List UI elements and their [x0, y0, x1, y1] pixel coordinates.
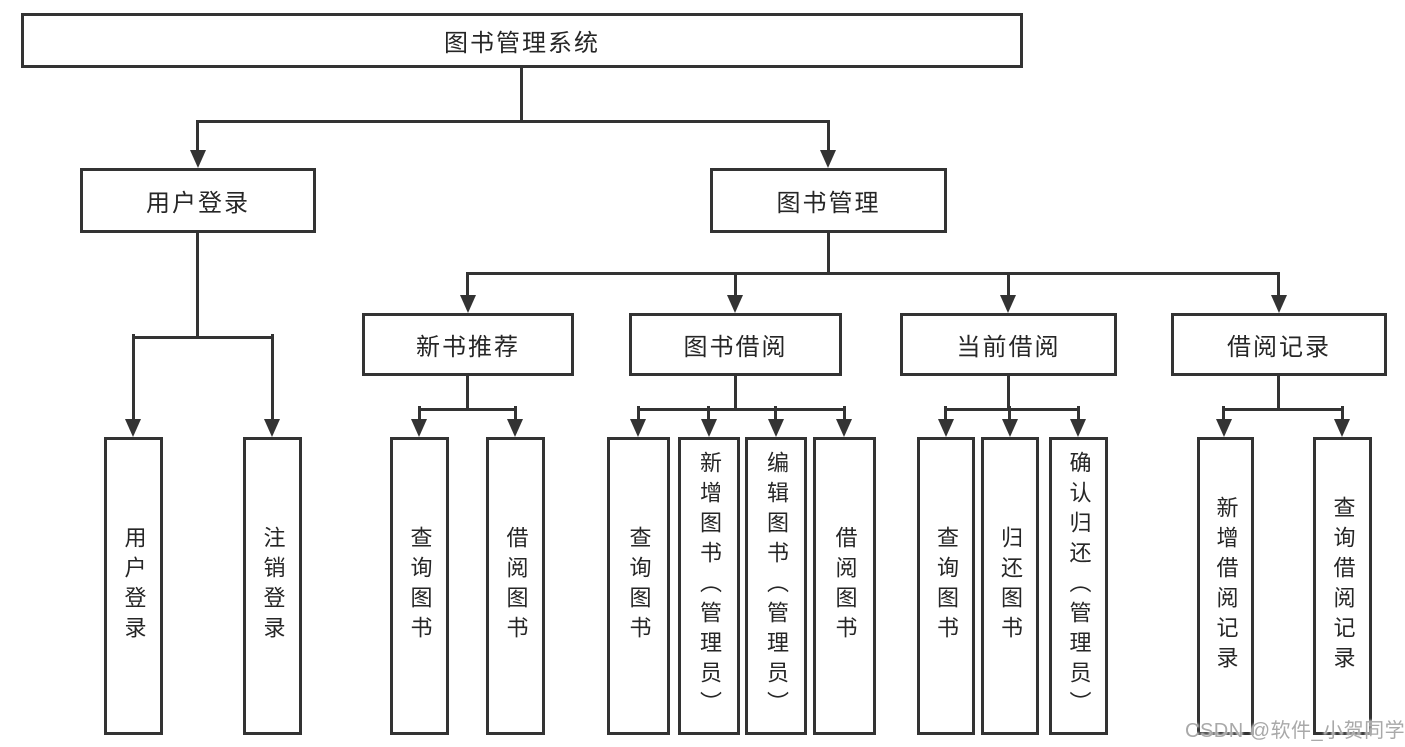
connector-hline: [1222, 408, 1343, 411]
node-label: 查询图书: [626, 526, 652, 646]
node-label: 归还图书: [998, 526, 1023, 646]
connector-vline: [271, 334, 274, 421]
connector-arrowhead: [411, 419, 427, 437]
node-label: 当前借阅: [956, 334, 1061, 361]
connector-arrowhead: [938, 419, 954, 437]
node-book-borrowing: 图书借阅: [629, 313, 842, 376]
connector-arrowhead: [1070, 419, 1086, 437]
connector-arrowhead: [190, 150, 206, 168]
connector-arrowhead: [125, 419, 141, 437]
connector-arrowhead: [1334, 419, 1350, 437]
connector-vline: [1008, 406, 1011, 421]
node-label: 查询图书: [934, 526, 959, 646]
node-label: 编辑图书（管理员）: [764, 451, 789, 721]
connector-vline: [132, 334, 135, 421]
connector-vline: [514, 406, 517, 421]
connector-arrowhead: [507, 419, 523, 437]
connector-arrowhead: [264, 419, 280, 437]
csdn-watermark: CSDN @软件_小贺同学: [1185, 720, 1405, 742]
leaf-return-books: 归还图书: [981, 437, 1039, 735]
connector-vline: [1007, 376, 1010, 411]
connector-vline: [707, 406, 710, 421]
connector-hline: [944, 408, 1080, 411]
connector-vline: [734, 376, 737, 411]
node-borrowing-records: 借阅记录: [1171, 313, 1387, 376]
node-current-borrowing: 当前借阅: [900, 313, 1117, 376]
node-new-book-recommendation: 新书推荐: [362, 313, 574, 376]
node-label: 用户登录: [121, 526, 147, 646]
leaf-query-books-recommend: 查询图书: [390, 437, 449, 735]
connector-vline: [944, 406, 947, 421]
node-label: 借阅图书: [832, 526, 858, 646]
leaf-query-books-current: 查询图书: [917, 437, 975, 735]
connector-vline: [466, 376, 469, 411]
node-label: 查询借阅记录: [1330, 496, 1356, 676]
connector-arrowhead: [1002, 419, 1018, 437]
node-label: 图书管理系统: [444, 30, 600, 57]
connector-vline: [196, 233, 199, 339]
connector-arrowhead: [727, 295, 743, 313]
connector-vline: [1077, 406, 1080, 421]
node-user-login: 用户登录: [80, 168, 316, 233]
connector-vline: [466, 272, 469, 297]
connector-vline: [827, 233, 830, 275]
connector-arrowhead: [836, 419, 852, 437]
leaf-borrow-books-borrowing: 借阅图书: [813, 437, 876, 735]
node-label: 注销登录: [260, 526, 286, 646]
node-label: 用户登录: [146, 190, 250, 217]
connector-vline: [418, 406, 421, 421]
node-label: 图书管理: [776, 190, 881, 217]
leaf-add-borrow-record: 新增借阅记录: [1197, 437, 1254, 735]
connector-vline: [843, 406, 846, 421]
connector-arrowhead: [820, 150, 836, 168]
connector-vline: [520, 67, 523, 123]
node-book-management: 图书管理: [710, 168, 947, 233]
connector-arrowhead: [1000, 295, 1016, 313]
connector-vline: [1007, 272, 1010, 297]
connector-vline: [1277, 272, 1280, 297]
node-library-management-system: 图书管理系统: [21, 13, 1023, 68]
node-label: 查询图书: [407, 526, 433, 646]
connector-hline: [637, 408, 846, 411]
leaf-query-books-borrowing: 查询图书: [607, 437, 670, 735]
connector-vline: [637, 406, 640, 421]
connector-arrowhead: [1271, 295, 1287, 313]
leaf-add-book-admin: 新增图书（管理员）: [678, 437, 740, 735]
leaf-logout: 注销登录: [243, 437, 302, 735]
leaf-user-login: 用户登录: [104, 437, 163, 735]
connector-hline: [466, 272, 1280, 275]
connector-vline: [1341, 406, 1344, 421]
node-label: 确认归还（管理员）: [1066, 451, 1092, 721]
node-label: 新书推荐: [416, 334, 520, 361]
leaf-confirm-return-admin: 确认归还（管理员）: [1049, 437, 1108, 735]
node-label: 新增借阅记录: [1213, 496, 1239, 676]
connector-vline: [196, 120, 199, 152]
connector-arrowhead: [768, 419, 784, 437]
leaf-edit-book-admin: 编辑图书（管理员）: [745, 437, 807, 735]
connector-arrowhead: [630, 419, 646, 437]
connector-vline: [774, 406, 777, 421]
node-label: 借阅图书: [503, 526, 529, 646]
connector-arrowhead: [460, 295, 476, 313]
node-label: 借阅记录: [1227, 334, 1331, 361]
connector-hline: [418, 408, 517, 411]
node-label: 图书借阅: [683, 334, 788, 361]
connector-vline: [827, 120, 830, 152]
leaf-borrow-books-recommend: 借阅图书: [486, 437, 545, 735]
leaf-query-borrow-record: 查询借阅记录: [1313, 437, 1372, 735]
connector-hline: [132, 336, 274, 339]
connector-vline: [1222, 406, 1225, 421]
connector-vline: [734, 272, 737, 297]
connector-arrowhead: [701, 419, 717, 437]
connector-arrowhead: [1216, 419, 1232, 437]
node-label: 新增图书（管理员）: [697, 451, 722, 721]
connector-hline: [196, 120, 830, 123]
connector-vline: [1277, 376, 1280, 411]
